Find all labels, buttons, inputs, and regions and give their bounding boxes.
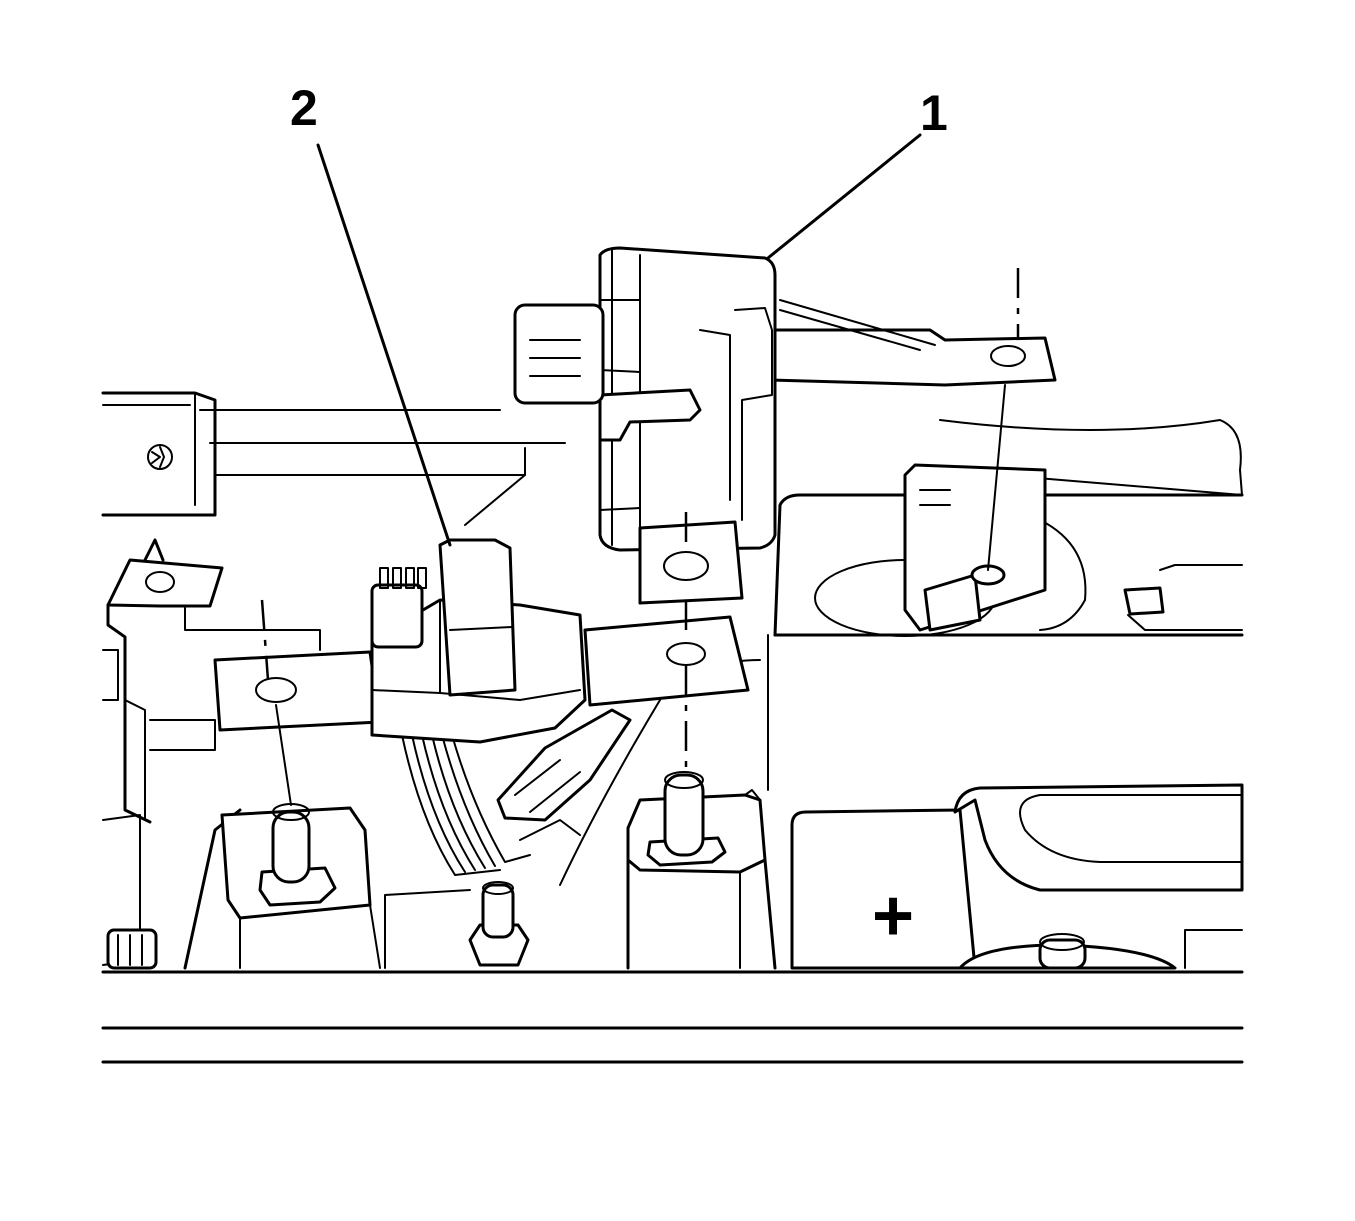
left-stud-pedestal — [220, 803, 381, 969]
battery-positive-symbol: + — [872, 876, 914, 956]
wire-harness — [401, 659, 761, 886]
right-upper-housing — [767, 419, 1244, 791]
callout-labels: 1 2 — [290, 80, 948, 141]
battery: + — [790, 783, 1244, 970]
module-2 — [213, 538, 750, 744]
callout-2: 2 — [290, 80, 318, 136]
callout-leaders — [316, 133, 922, 547]
left-frame — [101, 391, 566, 970]
base-rails — [101, 970, 1244, 1064]
ground-stud-nut — [384, 881, 530, 969]
callout-1: 1 — [920, 85, 948, 141]
center-stud-pedestal — [626, 771, 777, 970]
alignment-lines — [260, 268, 1020, 806]
module-1 — [513, 246, 1057, 605]
